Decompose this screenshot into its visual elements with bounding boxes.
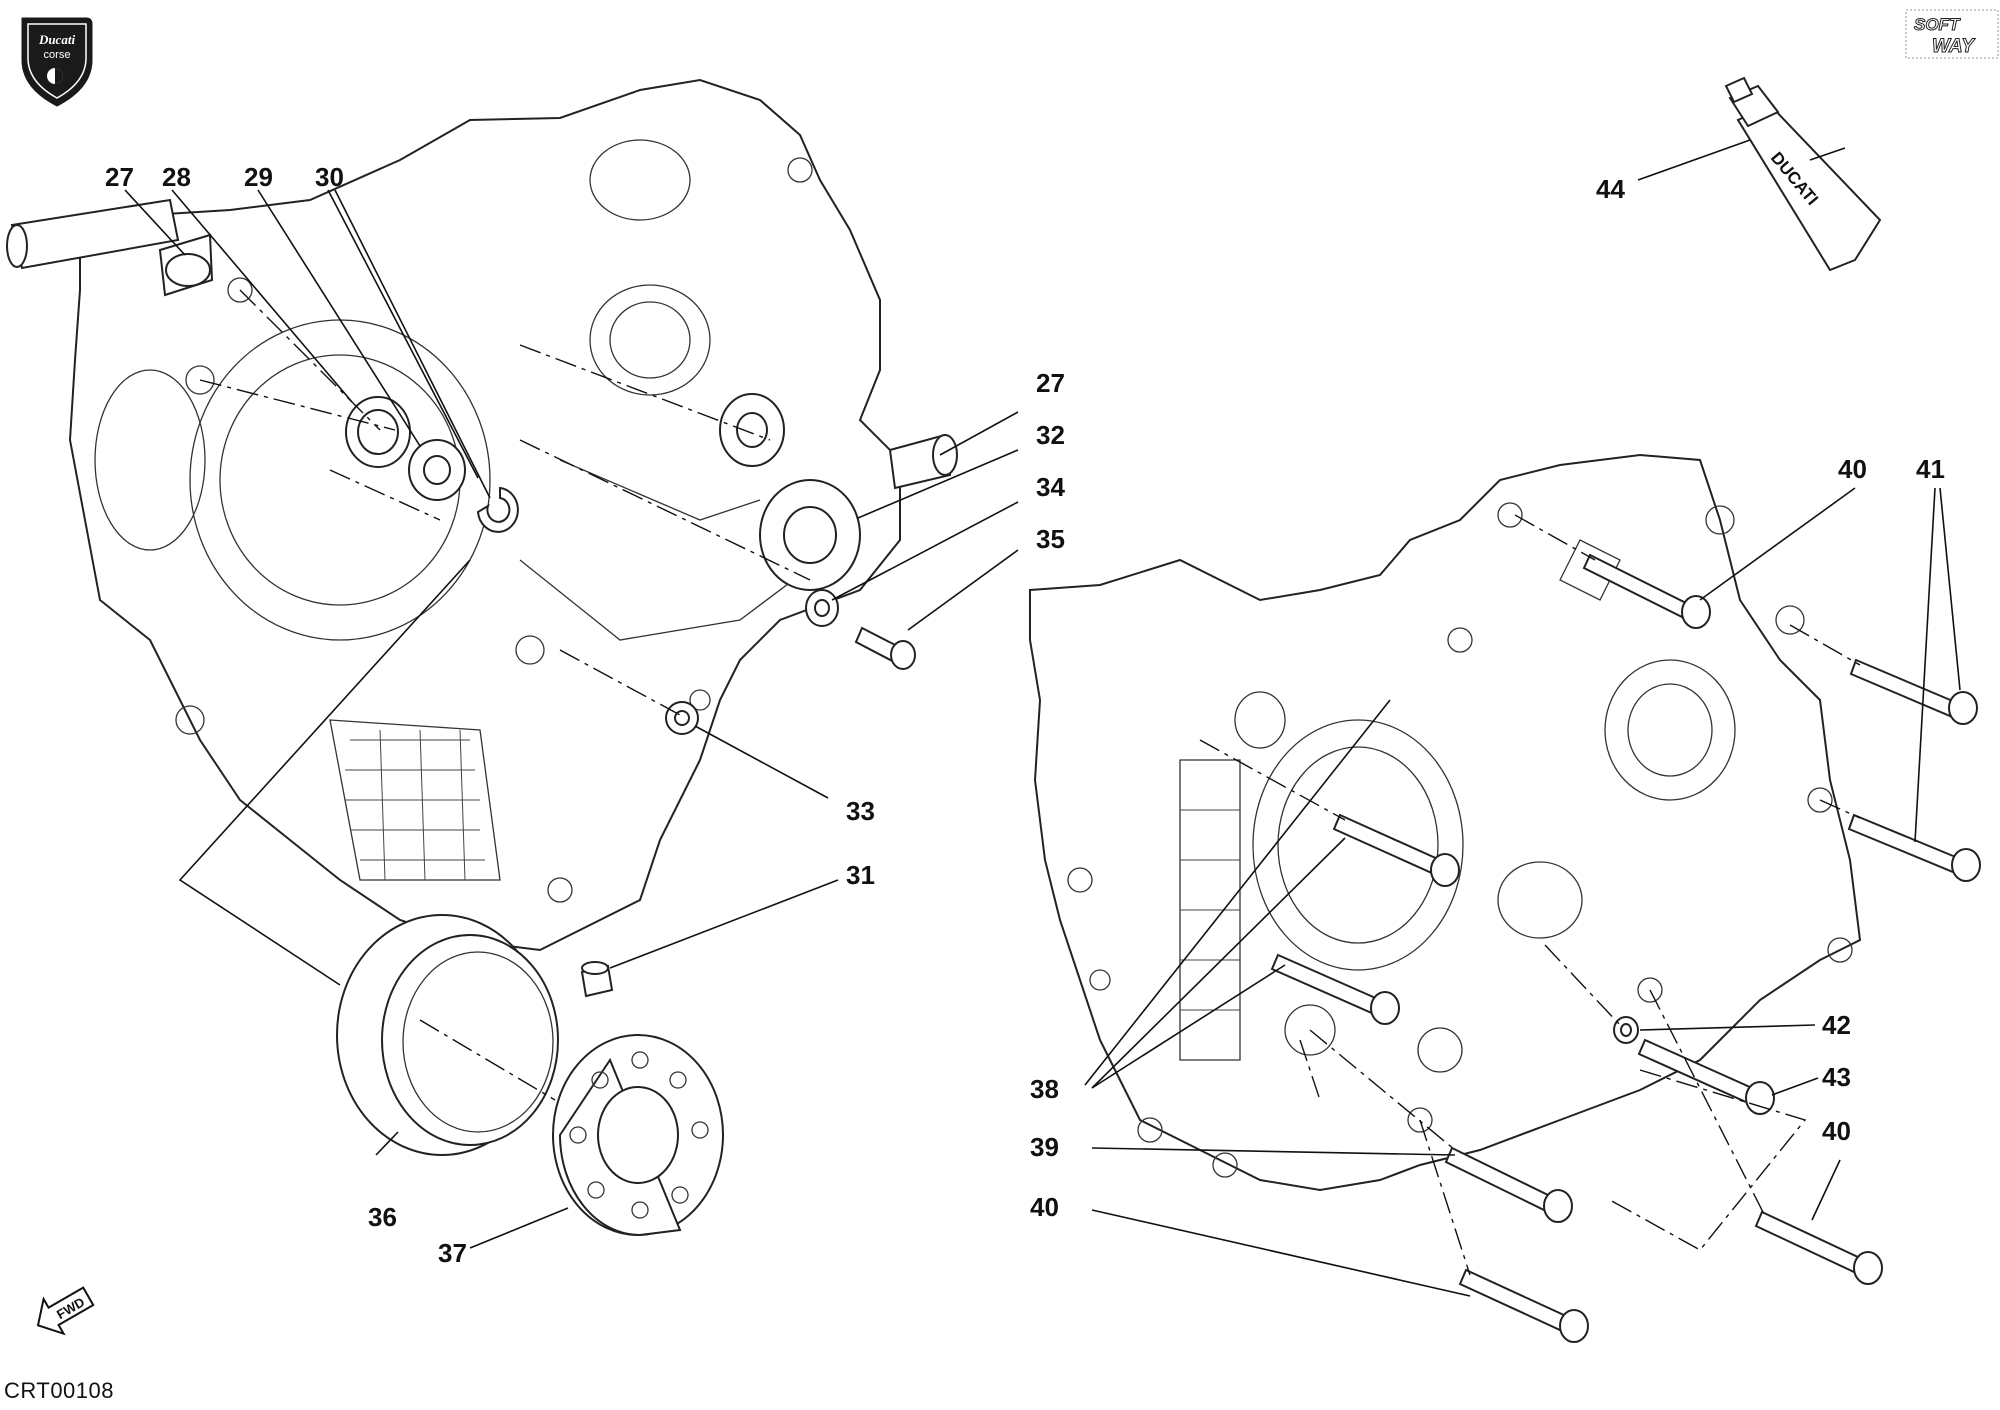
bearing-29	[408, 439, 466, 501]
callout-42: 42	[1822, 1010, 1851, 1040]
svg-text:WAY: WAY	[1932, 36, 1976, 57]
softway-logo: SOFT WAY	[1905, 9, 1999, 59]
bolt-40-top	[1582, 553, 1711, 629]
svg-text:corse: corse	[44, 49, 71, 61]
callout-30: 30	[315, 162, 344, 192]
bolt-41-upper	[1849, 658, 1978, 725]
bearing-32	[719, 393, 861, 591]
bearing-37	[552, 1034, 724, 1237]
dowel-27-right	[888, 433, 958, 490]
washer-42	[1613, 1016, 1639, 1044]
callout-29: 29	[244, 162, 273, 192]
washer-34	[805, 589, 839, 627]
callout-40-bottom: 40	[1030, 1192, 1059, 1222]
callout-38: 38	[1030, 1074, 1059, 1104]
callout-35: 35	[1036, 524, 1065, 554]
screw-35	[854, 626, 916, 670]
oil-seal-28	[345, 396, 411, 468]
callout-40-top: 40	[1838, 454, 1867, 484]
callout-41: 41	[1916, 454, 1945, 484]
svg-text:Ducati: Ducati	[38, 32, 76, 47]
callout-44: 44	[1596, 174, 1625, 204]
svg-text:SOFT: SOFT	[1914, 15, 1961, 34]
leader-lines	[124, 139, 1961, 1297]
bolt-41-lower	[1847, 813, 1981, 882]
callout-36: 36	[368, 1202, 397, 1232]
right-crankcase-half	[1029, 453, 1862, 1192]
bolt-39	[1444, 1146, 1573, 1223]
bolt-43	[1637, 1038, 1775, 1115]
ducati-corse-logo: Ducati corse	[21, 17, 93, 107]
circlip-30	[476, 486, 519, 533]
callout-28: 28	[162, 162, 191, 192]
drawing-code: CRT00108	[4, 1378, 114, 1403]
plug-33	[665, 701, 699, 735]
forward-direction-arrow: FWD	[36, 1286, 95, 1336]
callout-37: 37	[438, 1238, 467, 1268]
callout-27-right: 27	[1036, 368, 1065, 398]
callout-33: 33	[846, 796, 875, 826]
cap-31	[580, 961, 614, 998]
bolt-38-lower	[1270, 953, 1400, 1025]
bolt-38-upper	[1332, 813, 1460, 887]
callout-32: 32	[1036, 420, 1065, 450]
bolt-40-bottom	[1458, 1268, 1589, 1343]
callout-39: 39	[1030, 1132, 1059, 1162]
sealant-tube-44: DUCATI	[1724, 76, 1882, 272]
callout-40-right: 40	[1822, 1116, 1851, 1146]
callout-43: 43	[1822, 1062, 1851, 1092]
callout-31: 31	[846, 860, 875, 890]
callout-labels: 27 28 29 30 27 32 34 35 33 31 36 37 44 4…	[105, 162, 1945, 1268]
callout-34: 34	[1036, 472, 1065, 502]
callout-27: 27	[105, 162, 134, 192]
bushing-36	[336, 914, 559, 1156]
bolt-40-right	[1754, 1210, 1883, 1285]
